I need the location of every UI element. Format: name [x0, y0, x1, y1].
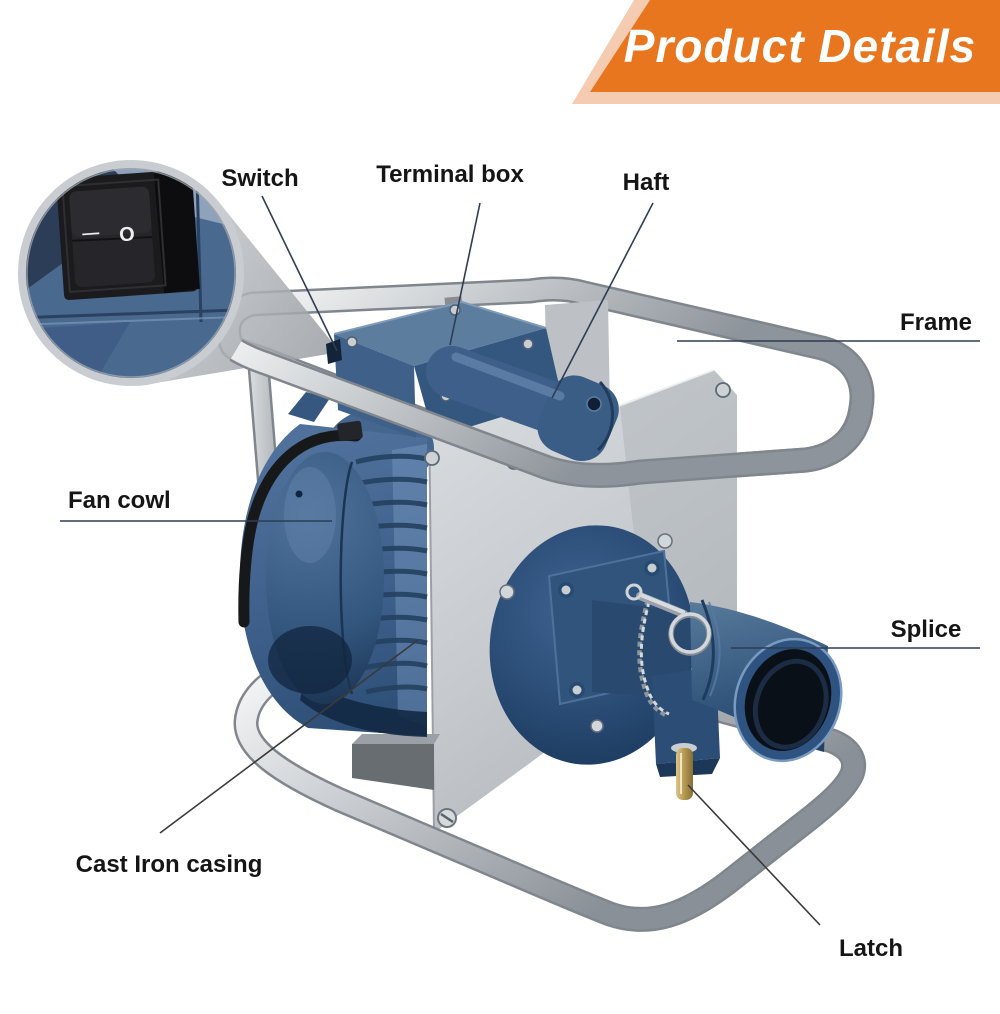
haft-leader-line — [551, 202, 654, 399]
motor — [238, 300, 619, 737]
switch-off-mark: O — [118, 223, 135, 246]
leader-lines — [60, 195, 980, 926]
rocker-switch: — O — [56, 167, 200, 301]
cast-iron-leader-line — [159, 639, 419, 834]
splice-opening — [733, 637, 843, 763]
frame-bottom-ring — [233, 645, 867, 932]
banner-body — [590, 0, 1000, 92]
latch — [671, 743, 697, 800]
cable-gland — [337, 420, 363, 442]
fan-cowl — [266, 452, 384, 704]
inset-ring — [18, 160, 244, 386]
latch-label: Latch — [839, 935, 903, 962]
splice — [625, 583, 843, 800]
haft-hole — [586, 396, 602, 412]
banner: Product Details — [572, 0, 1000, 104]
haft-label: Haft — [623, 169, 670, 196]
haft-handle — [426, 346, 619, 462]
latch-pin-with-ring — [625, 583, 712, 656]
frame-label: Frame — [900, 309, 972, 336]
switch-leader-line — [261, 195, 338, 352]
frame-top-ring-front — [229, 339, 874, 488]
power-cable — [238, 429, 362, 628]
cast-iron-label: Cast Iron casing — [76, 851, 263, 878]
cast-iron-casing — [489, 525, 695, 765]
switch-on-mark: — — [82, 223, 100, 243]
switch-nub — [326, 339, 342, 364]
latch-leader-line — [687, 784, 821, 926]
fan-cowl-label: Fan cowl — [68, 487, 171, 514]
plate-foot-bolt — [437, 808, 457, 828]
switch-label: Switch — [221, 165, 298, 192]
flange-screws — [499, 533, 673, 733]
plate-foot-bracket — [352, 734, 440, 790]
banner-title: Product Details — [624, 20, 976, 72]
terminal-box-leader-line — [449, 202, 481, 346]
splice-label: Splice — [891, 616, 962, 643]
terminal-box-label: Terminal box — [376, 161, 524, 188]
motor-lug — [288, 392, 330, 422]
callout-labels: Switch Terminal box Haft Frame Fan cowl … — [68, 161, 972, 962]
safety-chain — [637, 599, 670, 719]
